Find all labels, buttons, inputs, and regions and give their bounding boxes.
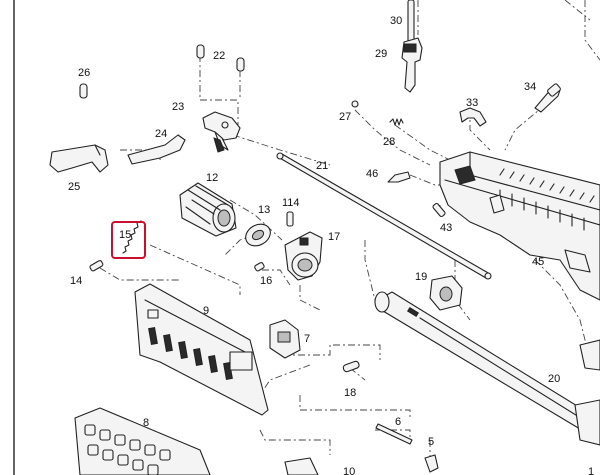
part-7-clip <box>269 319 301 359</box>
callout-14: 14 <box>70 275 82 287</box>
callout-114: 114 <box>282 197 300 209</box>
callout-9: 9 <box>203 305 209 317</box>
part-1-partial <box>579 339 600 371</box>
callout-15: 15 <box>119 229 131 241</box>
callout-45: 45 <box>532 256 544 268</box>
part-14-pin <box>89 260 104 272</box>
part-18-pin <box>342 360 360 373</box>
part-6-rod <box>375 423 413 445</box>
highlight-box <box>111 221 146 259</box>
part-27-pin <box>351 100 359 108</box>
part-28-spring <box>389 118 404 126</box>
part-26-pin <box>79 83 88 99</box>
callout-22: 22 <box>213 50 225 62</box>
callout-10: 10 <box>343 466 355 475</box>
callout-34: 34 <box>524 81 536 93</box>
callout-27: 27 <box>339 111 351 123</box>
part-16-pin <box>254 262 265 272</box>
part-12-flash-hider <box>179 182 237 237</box>
part-29-bolt-release <box>401 37 423 93</box>
callout-19: 19 <box>415 271 427 283</box>
callout-26: 26 <box>78 67 90 79</box>
part-9-handguard <box>134 283 269 416</box>
part-20-barrel <box>374 291 600 446</box>
highlighted-part-15[interactable]: 15 <box>111 221 146 259</box>
part-25-handle <box>49 144 109 173</box>
callout-1: 1 <box>588 466 594 475</box>
part-22-pins <box>196 44 245 72</box>
callout-12: 12 <box>206 172 218 184</box>
callout-33: 33 <box>466 97 478 109</box>
part-30-pin <box>407 0 415 43</box>
part-45-upper-receiver <box>439 151 600 301</box>
callout-21: 21 <box>316 160 328 172</box>
callout-20: 20 <box>548 373 560 385</box>
callout-46: 46 <box>366 168 378 180</box>
part-13-washer <box>245 223 271 247</box>
part-8-handguard <box>74 407 211 475</box>
callout-23: 23 <box>172 101 184 113</box>
callout-13: 13 <box>258 204 270 216</box>
handguard-8-holes <box>84 424 171 475</box>
part-23-latch <box>202 111 241 153</box>
part-19-block <box>429 275 463 311</box>
part-24-lever <box>127 134 186 165</box>
part-17-gas-block <box>284 231 323 281</box>
callout-25: 25 <box>68 181 80 193</box>
callout-labels: 30 29 22 26 34 33 23 27 24 28 21 46 12 2… <box>68 15 594 475</box>
callout-28: 28 <box>383 136 395 148</box>
part-15-spring <box>122 220 142 254</box>
part-34-screw <box>534 83 561 113</box>
callout-6: 6 <box>395 416 401 428</box>
callout-24: 24 <box>155 128 167 140</box>
callout-8: 8 <box>143 417 149 429</box>
part-21-rod <box>276 152 492 280</box>
part-43-pin <box>432 202 446 218</box>
part-10-partial <box>284 457 319 475</box>
callout-16: 16 <box>260 275 272 287</box>
callout-7: 7 <box>304 333 310 345</box>
callout-30: 30 <box>390 15 402 27</box>
part-114-pin <box>286 211 294 227</box>
callout-18: 18 <box>344 387 356 399</box>
callout-29: 29 <box>375 48 387 60</box>
callout-43: 43 <box>440 222 452 234</box>
handguard-slots <box>147 309 253 380</box>
part-33-clip <box>459 107 487 127</box>
part-5-small <box>424 454 439 473</box>
callout-17: 17 <box>328 231 340 243</box>
callout-5: 5 <box>428 436 434 448</box>
part-46-pin <box>387 171 411 183</box>
